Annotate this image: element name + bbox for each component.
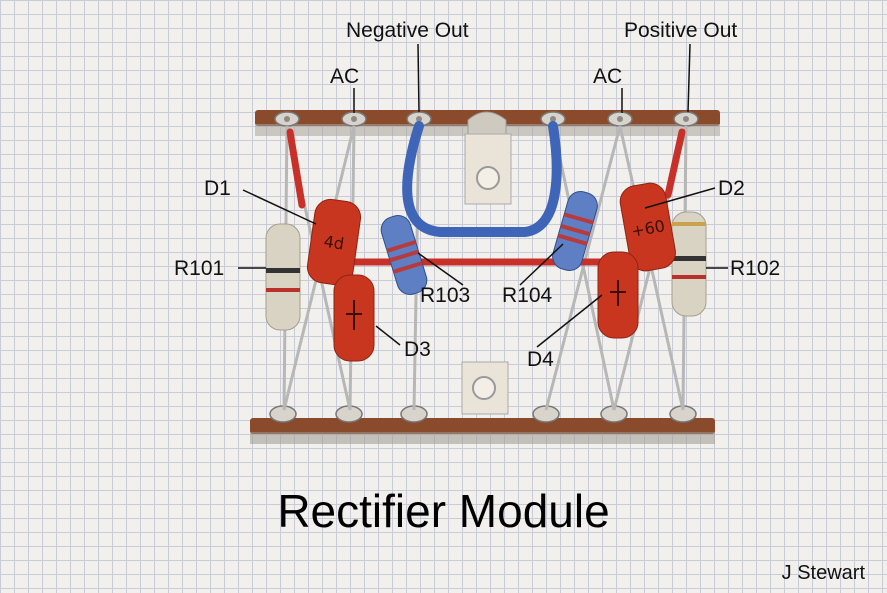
diode-d3-body [333,274,375,362]
label-d2: D2 [718,177,745,200]
resistor-r103-body [380,215,428,295]
label-r102: R102 [730,257,781,280]
diode-d2-body: +60 [619,182,676,272]
label-ac-left: AC [330,65,360,88]
resistor-r101-body [265,223,301,331]
diode-d1-body: 4d [306,198,362,286]
resistor-r102-body [671,211,707,317]
mounting-bracket-top [464,111,512,205]
diode-d4-body [597,251,639,339]
label-positive-out: Positive Out [624,19,738,42]
top-terminal-strip [255,110,720,136]
label-d4: D4 [527,348,554,371]
label-ac-right: AC [593,65,623,88]
blue-jumper-wire [402,121,562,237]
resistor-r104-body [552,190,598,272]
author-credit: J Stewart [781,562,865,584]
mounting-bracket-bottom [461,361,509,415]
label-d1: D1 [204,177,231,200]
diode-d1-marking: 4d [323,232,346,254]
label-negative-out: Negative Out [346,19,469,42]
label-r103: R103 [420,284,471,307]
label-d3: D3 [404,338,431,361]
page-title: Rectifier Module [277,485,610,537]
callout-lines [238,43,728,348]
label-r104: R104 [502,284,553,307]
label-r101: R101 [174,257,225,280]
bottom-terminal-strip [250,405,715,444]
